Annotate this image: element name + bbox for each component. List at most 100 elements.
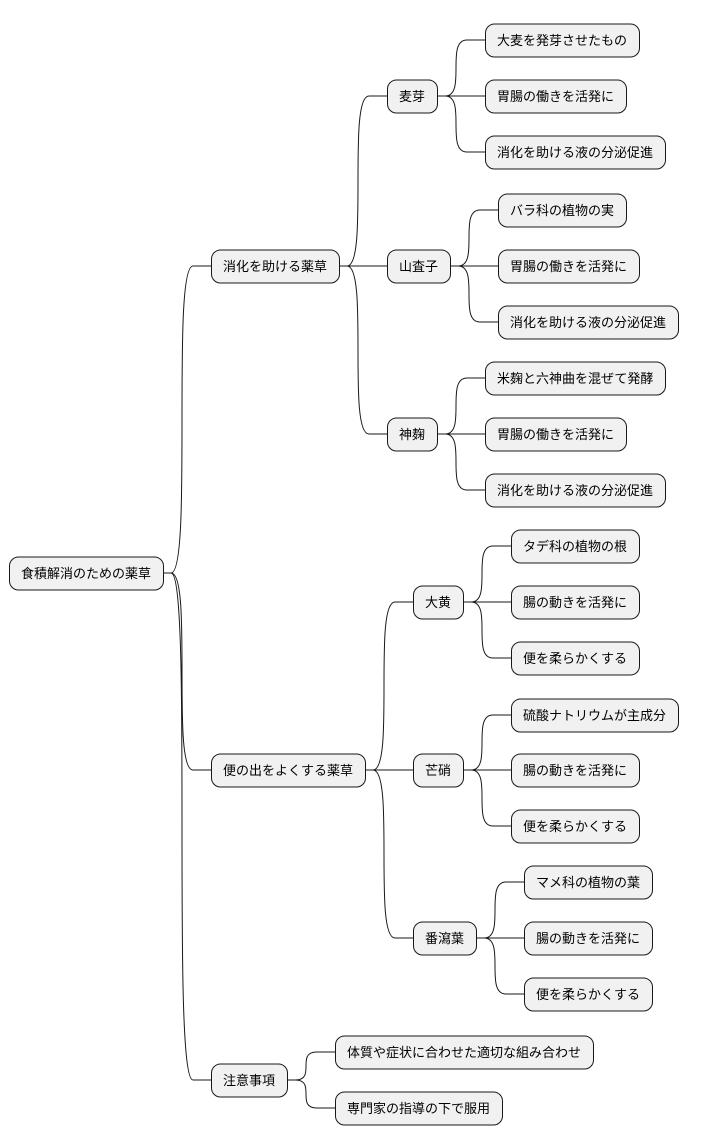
herb-detail-node-box (511, 585, 640, 620)
connector-line (339, 265, 387, 435)
herb-detail-node-label: 便を柔らかくする (523, 652, 627, 667)
herb-detail-node-label: 腸の動きを活発に (523, 596, 627, 611)
connector-line (437, 377, 485, 435)
caution-node: 専門家の指導の下で服用 (335, 1091, 503, 1126)
herb-detail-node: 胃腸の働きを活発に (485, 79, 627, 114)
herb-detail-node-box (498, 193, 627, 228)
herb-node: 芒硝 (413, 753, 464, 788)
herb-detail-node: 消化を助ける液の分泌促進 (485, 473, 666, 508)
herb-detail-node-box (485, 135, 666, 170)
herb-node: 番瀉葉 (413, 921, 477, 956)
herb-detail-node: バラ科の植物の実 (498, 193, 627, 228)
caution-node-box (335, 1091, 503, 1126)
category-node-label: 消化を助ける薬草 (223, 260, 327, 275)
herb-detail-node-box (524, 865, 653, 900)
herb-detail-node: 米麹と六神曲を混ぜて発酵 (485, 361, 666, 396)
herb-detail-node-box (511, 641, 640, 676)
herb-node-box (413, 921, 477, 956)
herb-detail-node: 消化を助ける液の分泌促進 (485, 135, 666, 170)
category-node-box (211, 1063, 288, 1098)
caution-node-label: 専門家の指導の下で服用 (347, 1101, 490, 1117)
herb-detail-node-label: 消化を助ける液の分泌促進 (510, 316, 666, 331)
herb-node: 神麹 (387, 417, 438, 452)
connector-line (476, 881, 524, 939)
herb-detail-node-label: 大麦を発芽させたもの (497, 34, 627, 49)
herb-detail-node-label: マメ科の植物の葉 (536, 876, 640, 891)
herb-detail-node: 腸の動きを活発に (511, 585, 640, 620)
root-node: 食積解消のための薬草 (9, 556, 164, 591)
connector-line (437, 95, 485, 153)
category-node: 便の出をよくする薬草 (211, 753, 366, 788)
herb-detail-node-box (511, 753, 640, 788)
herb-detail-node-box (511, 529, 640, 564)
herb-node-label: 神麹 (399, 427, 425, 443)
herb-detail-node-label: バラ科の植物の実 (510, 203, 614, 219)
connector-line (163, 572, 211, 1081)
connector-line (437, 433, 485, 491)
mindmap-connectors (163, 39, 524, 1109)
connector-line (365, 769, 413, 939)
herb-detail-node: 腸の動きを活発に (524, 921, 653, 956)
herb-detail-node-label: 便を柔らかくする (536, 988, 640, 1003)
herb-detail-node: タデ科の植物の根 (511, 529, 640, 564)
connector-line (287, 1079, 335, 1109)
herb-node-label: 芒硝 (425, 763, 451, 779)
herb-node-label: 山査子 (399, 260, 438, 275)
category-node-label: 注意事項 (223, 1073, 275, 1089)
connector-line (463, 769, 511, 827)
herb-detail-node-label: 硫酸ナトリウムが主成分 (523, 709, 666, 724)
herb-detail-node-box (524, 977, 653, 1012)
herb-detail-node-box (524, 921, 653, 956)
herb-detail-node-label: 胃腸の働きを活発に (497, 428, 614, 443)
herb-detail-node-box (485, 361, 666, 396)
category-node: 消化を助ける薬草 (211, 249, 340, 284)
herb-node: 大黄 (413, 585, 464, 620)
herb-detail-node-label: 腸の動きを活発に (536, 932, 640, 947)
connector-line (450, 209, 498, 267)
herb-node: 山査子 (387, 249, 451, 284)
herb-detail-node: 大麦を発芽させたもの (485, 23, 640, 58)
connector-line (339, 95, 387, 267)
herb-detail-node-label: 消化を助ける液の分泌促進 (497, 146, 653, 161)
herb-detail-node-box (485, 23, 640, 58)
herb-detail-node-label: 消化を助ける液の分泌促進 (497, 484, 653, 499)
herb-detail-node-label: 腸の動きを活発に (523, 764, 627, 779)
herb-detail-node-box (485, 473, 666, 508)
mindmap-nodes: 食積解消のための薬草消化を助ける薬草麦芽大麦を発芽させたもの胃腸の働きを活発に消… (9, 23, 679, 1126)
connector-line (287, 1051, 335, 1081)
herb-node-label: 麦芽 (399, 90, 425, 105)
herb-detail-node: 腸の動きを活発に (511, 753, 640, 788)
herb-detail-node: 便を柔らかくする (511, 641, 640, 676)
herb-node-label: 番瀉葉 (425, 931, 464, 947)
category-node-box (211, 249, 340, 284)
connector-line (463, 601, 511, 659)
herb-detail-node-box (498, 305, 679, 340)
herb-detail-node: 胃腸の働きを活発に (485, 417, 627, 452)
caution-node: 体質や症状に合わせた適切な組み合わせ (335, 1035, 594, 1070)
herb-detail-node-box (511, 809, 640, 844)
caution-node-box (335, 1035, 594, 1070)
herb-detail-node-box (498, 249, 640, 284)
category-node: 注意事項 (211, 1063, 288, 1098)
category-node-label: 便の出をよくする薬草 (223, 764, 353, 779)
connector-line (450, 265, 498, 323)
herb-node-box (387, 249, 451, 284)
herb-detail-node-box (485, 417, 627, 452)
herb-detail-node-label: 胃腸の働きを活発に (510, 260, 627, 275)
herb-detail-node-label: 胃腸の働きを活発に (497, 90, 614, 105)
herb-node-box (413, 585, 464, 620)
connector-line (163, 572, 211, 771)
caution-node-label: 体質や症状に合わせた適切な組み合わせ (347, 1045, 581, 1061)
herb-node-label: 大黄 (425, 596, 451, 611)
herb-detail-node: マメ科の植物の葉 (524, 865, 653, 900)
connector-line (163, 265, 211, 574)
root-node-box (9, 556, 164, 591)
herb-node-box (387, 79, 438, 114)
category-node-box (211, 753, 366, 788)
connector-line (437, 39, 485, 97)
connector-line (365, 601, 413, 771)
herb-detail-node: 便を柔らかくする (511, 809, 640, 844)
herb-node: 麦芽 (387, 79, 438, 114)
herb-detail-node: 消化を助ける液の分泌促進 (498, 305, 679, 340)
